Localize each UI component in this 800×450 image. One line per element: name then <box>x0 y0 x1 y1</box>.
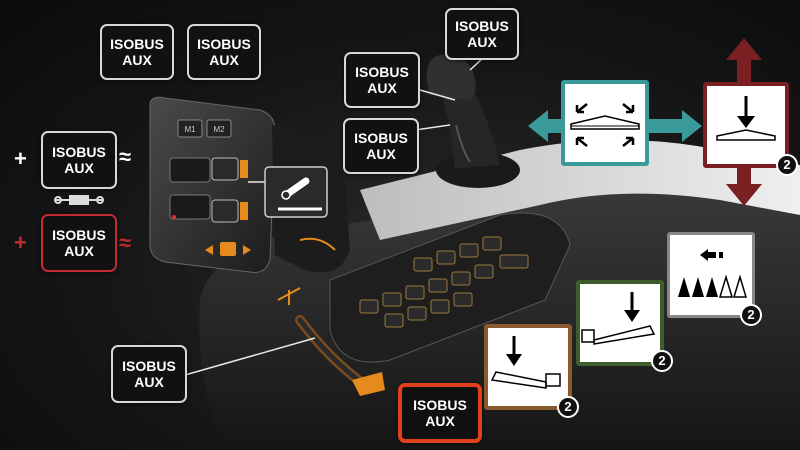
badge-line1: ISOBUS <box>122 358 176 374</box>
isobus-aux-badge-red: ISOBUS AUX <box>41 214 117 272</box>
badge-line2: AUX <box>367 80 397 96</box>
isobus-aux-badge: ISOBUS AUX <box>445 8 519 60</box>
svg-text:M2: M2 <box>213 125 225 134</box>
badge-line2: AUX <box>64 243 94 259</box>
isobus-aux-badge: ISOBUS AUX <box>111 345 187 403</box>
plus-sign-white: + <box>14 146 27 171</box>
section-control-tile <box>667 232 755 318</box>
right-boom-lower-tile <box>576 280 664 366</box>
approx-sign-white: ≈ <box>119 144 132 169</box>
approx-sign-red: ≈ <box>119 230 132 255</box>
step-number-badge: 2 <box>557 396 579 418</box>
badge-line2: AUX <box>425 413 455 429</box>
plus-sign-red: + <box>14 230 27 255</box>
boom-fold-tile <box>561 80 649 166</box>
step-number-badge: 2 <box>740 304 762 326</box>
isobus-aux-badge-orange: ISOBUS AUX <box>398 383 482 443</box>
badge-line2: AUX <box>134 374 164 390</box>
badge-line2: AUX <box>467 34 497 50</box>
badge-line2: AUX <box>64 160 94 176</box>
boom-height-tile <box>703 82 789 168</box>
left-boom-lower-icon <box>490 336 561 389</box>
badge-line1: ISOBUS <box>413 397 467 413</box>
badge-line1: ISOBUS <box>455 18 509 34</box>
badge-line2: AUX <box>122 52 152 68</box>
isobus-aux-badge: ISOBUS AUX <box>100 24 174 80</box>
right-boom-lower-icon <box>581 292 656 345</box>
boom-lower-icon <box>716 96 776 141</box>
step-number-badge: 2 <box>651 350 673 372</box>
badge-line1: ISOBUS <box>197 36 251 52</box>
badge-line1: ISOBUS <box>52 144 106 160</box>
badge-line2: AUX <box>366 146 396 162</box>
left-boom-lower-tile <box>484 324 572 410</box>
badge-line2: AUX <box>209 52 239 68</box>
isobus-aux-badge: ISOBUS AUX <box>344 52 420 108</box>
badge-line1: ISOBUS <box>355 64 409 80</box>
step-number-badge: 2 <box>776 154 798 176</box>
section-shutoff-icon <box>678 249 748 298</box>
isobus-aux-badge: ISOBUS AUX <box>41 131 117 189</box>
badge-line1: ISOBUS <box>110 36 164 52</box>
badge-line1: ISOBUS <box>354 130 408 146</box>
isobus-aux-badge: ISOBUS AUX <box>343 118 419 174</box>
badge-line1: ISOBUS <box>52 227 106 243</box>
isobus-aux-badge: ISOBUS AUX <box>187 24 261 80</box>
svg-text:M1: M1 <box>184 125 196 134</box>
boom-fold-icon <box>570 103 640 147</box>
